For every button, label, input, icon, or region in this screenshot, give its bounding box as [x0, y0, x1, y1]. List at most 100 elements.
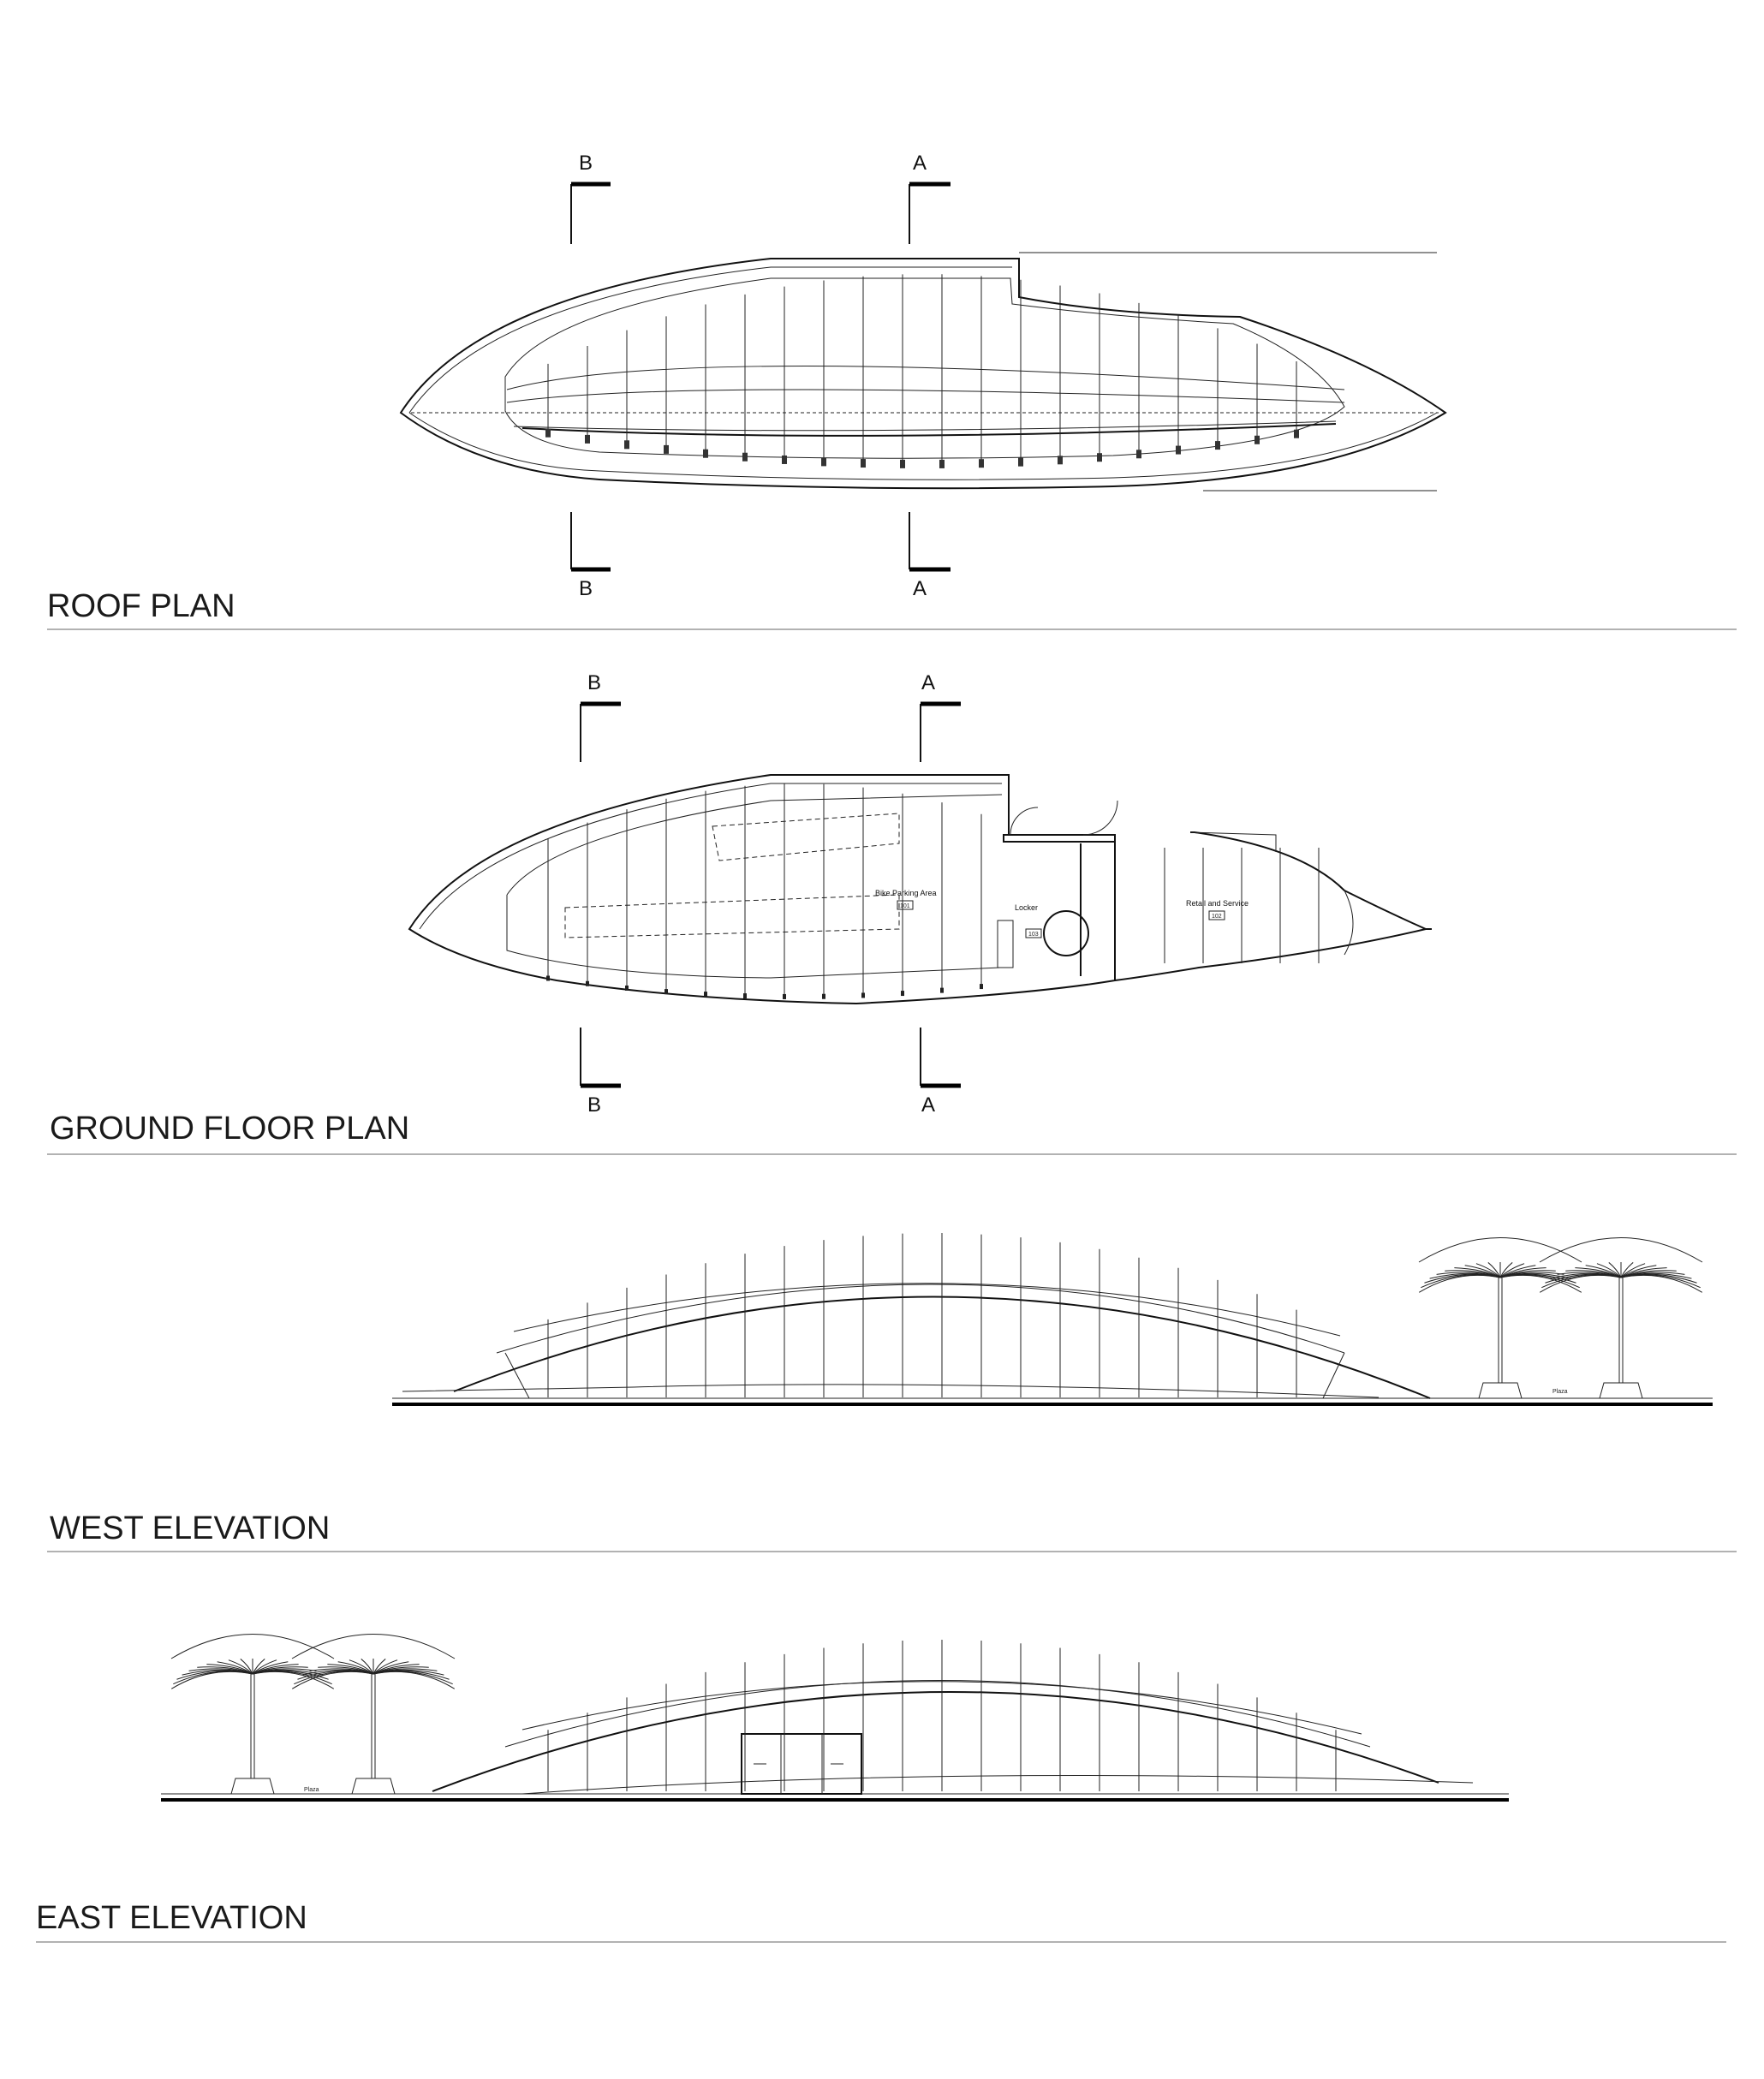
roof-mullion-base [900, 459, 905, 468]
svg-text:102: 102 [1212, 914, 1222, 920]
east-roof-arc [432, 1691, 1439, 1792]
tree-canopy [291, 1634, 456, 1659]
section-marker-a-top: A [920, 671, 961, 762]
column [664, 989, 668, 995]
tree-branch [1620, 1262, 1634, 1278]
west-elevation: Plaza [392, 1233, 1713, 1406]
tree-branch [1620, 1274, 1703, 1293]
room-bike-parking: Bike Parking Area 101 [875, 889, 937, 910]
roof-mullion-base [939, 459, 945, 468]
svg-text:A: A [913, 152, 927, 175]
room-locker: Locker 103 [1015, 903, 1042, 938]
door-swing [1010, 807, 1039, 836]
roof-mullion-base [861, 459, 866, 468]
roof-mullion-base [1058, 456, 1063, 465]
column [822, 993, 825, 999]
ground-floor-plan: B A B A [408, 671, 1432, 1117]
east-tree-1 [170, 1634, 335, 1795]
tree-branch [217, 1661, 253, 1675]
roof-plan: B A B A [399, 152, 1447, 600]
roof-mullion-base [1176, 445, 1181, 455]
tree-branch [1464, 1265, 1501, 1278]
roof-mullion-base [1018, 457, 1023, 467]
roof-mullion-base [545, 428, 551, 438]
east-elevation-title: EAST ELEVATION [36, 1900, 307, 1936]
roof-outline-inner [408, 266, 1012, 414]
retail-wing-outline [1114, 831, 1429, 981]
svg-text:A: A [921, 1093, 935, 1117]
svg-text:Bike Parking Area: Bike Parking Area [875, 889, 937, 897]
tree-planter [230, 1778, 275, 1795]
column [586, 980, 589, 986]
section-marker-b-top: B [580, 671, 621, 762]
column [546, 975, 550, 981]
roof-mullions [545, 274, 1299, 468]
column [901, 991, 904, 997]
east-glazing-mullions [547, 1640, 1337, 1791]
west-glazing-mullions [547, 1233, 1297, 1397]
tree-canopy [1539, 1237, 1703, 1263]
tree-branch [228, 1659, 253, 1675]
tree-branch [1499, 1262, 1513, 1278]
tree-branch [240, 1659, 253, 1675]
svg-text:103: 103 [1028, 932, 1039, 938]
svg-text:A: A [921, 671, 935, 694]
roof-mullion-base [624, 440, 629, 450]
plaza-label: Plaza [1552, 1389, 1568, 1395]
svg-text:B: B [579, 152, 593, 175]
column [783, 993, 786, 999]
svg-text:B: B [579, 577, 593, 600]
svg-text:B: B [587, 671, 601, 694]
roof-mullion-base [742, 452, 748, 462]
tree-branch [361, 1659, 374, 1675]
column [704, 992, 707, 998]
east-elevation: Plaza [161, 1634, 1509, 1802]
tree-planter [351, 1778, 396, 1795]
section-marker-b-bottom: B [570, 512, 611, 600]
roof-mullion-base [1136, 450, 1141, 459]
tree-branch [252, 1659, 265, 1675]
tree-canopy [170, 1634, 335, 1659]
plaza-label: Plaza [304, 1787, 319, 1793]
west-tree-1 [1418, 1237, 1582, 1399]
svg-text:Locker: Locker [1015, 903, 1038, 912]
tree-branch [372, 1659, 386, 1675]
roof-mullion-base [979, 459, 984, 468]
svg-text:B: B [587, 1093, 601, 1117]
roof-mullion-base [1215, 441, 1220, 450]
ground-floor-columns [546, 783, 1320, 999]
tree-planter [1599, 1382, 1643, 1399]
section-marker-a-bottom: A [920, 1028, 961, 1117]
tree-branch [349, 1659, 374, 1675]
column [625, 985, 629, 991]
tree-branch [252, 1671, 335, 1689]
section-marker-a-top: A [909, 152, 951, 244]
roof-mullion-base [782, 455, 787, 464]
east-tree-2 [291, 1634, 456, 1795]
svg-text:Retail and Service: Retail and Service [1186, 899, 1249, 908]
roof-mullion-base [821, 457, 826, 467]
room-retail-and-service: Retail and Service 102 [1186, 899, 1249, 920]
section-marker-b-bottom: B [580, 1028, 621, 1117]
roof-mullion-base [664, 444, 669, 454]
tree-branch [1596, 1263, 1622, 1278]
svg-text:A: A [913, 577, 927, 600]
west-tree-2 [1539, 1237, 1703, 1399]
roof-mullion-base [585, 434, 590, 444]
roof-mullion-base [703, 449, 708, 458]
tree-branch [337, 1661, 374, 1675]
ground-floor-plan-title: GROUND FLOOR PLAN [50, 1111, 409, 1147]
tree-planter [1478, 1382, 1523, 1399]
tree-canopy [1418, 1237, 1582, 1263]
tree-branch [1585, 1265, 1622, 1278]
column [940, 987, 944, 993]
roof-plan-title: ROOF PLAN [47, 588, 235, 624]
tree-branch [1608, 1262, 1622, 1278]
roof-glazing-field [504, 277, 1345, 459]
roof-mullion-base [1254, 435, 1260, 444]
roof-mullion-base [1294, 429, 1299, 438]
locker-wall [1003, 834, 1116, 843]
section-marker-b-top: B [570, 152, 611, 244]
section-marker-a-bottom: A [909, 512, 951, 600]
tree-branch [1487, 1262, 1501, 1278]
